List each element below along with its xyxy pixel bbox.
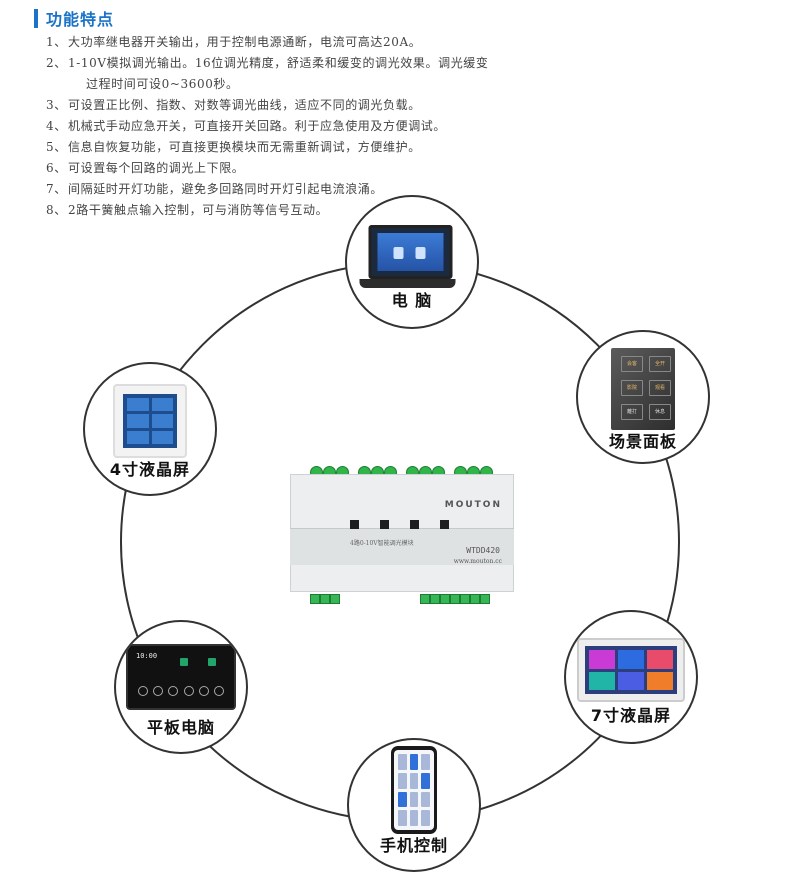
device-website: www.mouton.cc [453,558,502,565]
feature-item: 1、大功率继电器开关输出，用于控制电源通断，电流可高达20A。 [46,35,422,49]
feature-item: 5、信息自恢复功能，可直接更换模块而无需重新调试，方便维护。 [46,140,421,154]
node-tablet: 10:00 平板电脑 [114,620,248,754]
feature-item: 4、机械式手动应急开关，可直接开关回路。利于应急使用及方便调试。 [46,119,447,133]
feature-list: 1、大功率继电器开关输出，用于控制电源通断，电流可高达20A。 2、1-10V模… [46,32,489,221]
node-label: 电 脑 [391,291,433,310]
7inch-screen-icon [577,638,685,702]
node-7inch-screen: 7寸液晶屏 [564,610,698,744]
feature-item: 7、间隔延时开灯功能，避免多回路同时开灯引起电流浪涌。 [46,182,384,196]
section-title: 功能特点 [46,10,115,29]
node-scene-panel: 会客全开 影院观看 離打休息 场景面板 [576,330,710,464]
tablet-icon: 10:00 [126,644,236,710]
node-label: 4寸液晶屏 [109,460,191,479]
4inch-screen-icon [113,384,187,458]
feature-item: 2、1-10V模拟调光输出。16位调光精度，舒适柔和缓变的调光效果。调光缓变过程… [46,56,489,91]
node-computer: 电 脑 [345,195,479,329]
feature-item: 3、可设置正比例、指数、对数等调光曲线，适应不同的调光负载。 [46,98,421,112]
accent-bar [34,8,38,28]
node-label: 场景面板 [608,432,677,451]
dimming-module-device: MOUTON 4路0-10V智能调光模块 WTDD420 www.mouton.… [290,462,514,612]
node-4inch-screen: 4寸液晶屏 [83,362,217,496]
feature-item: 6、可设置每个回路的调光上下限。 [46,161,245,175]
scene-panel-icon: 会客全开 影院观看 離打休息 [611,348,675,430]
laptop-icon [368,225,453,279]
node-label: 平板电脑 [146,718,215,737]
device-brand: MOUTON [444,500,502,510]
device-caption: 4路0-10V智能调光模块 [350,540,414,547]
device-model: WTDD420 [466,546,500,555]
phone-icon [391,746,437,834]
feature-item: 8、2路干簧触点输入控制，可与消防等信号互动。 [46,203,329,217]
node-label: 7寸液晶屏 [590,706,672,725]
node-phone: 手机控制 [347,738,481,872]
node-label: 手机控制 [379,836,448,855]
section-header: 功能特点 [34,6,114,30]
